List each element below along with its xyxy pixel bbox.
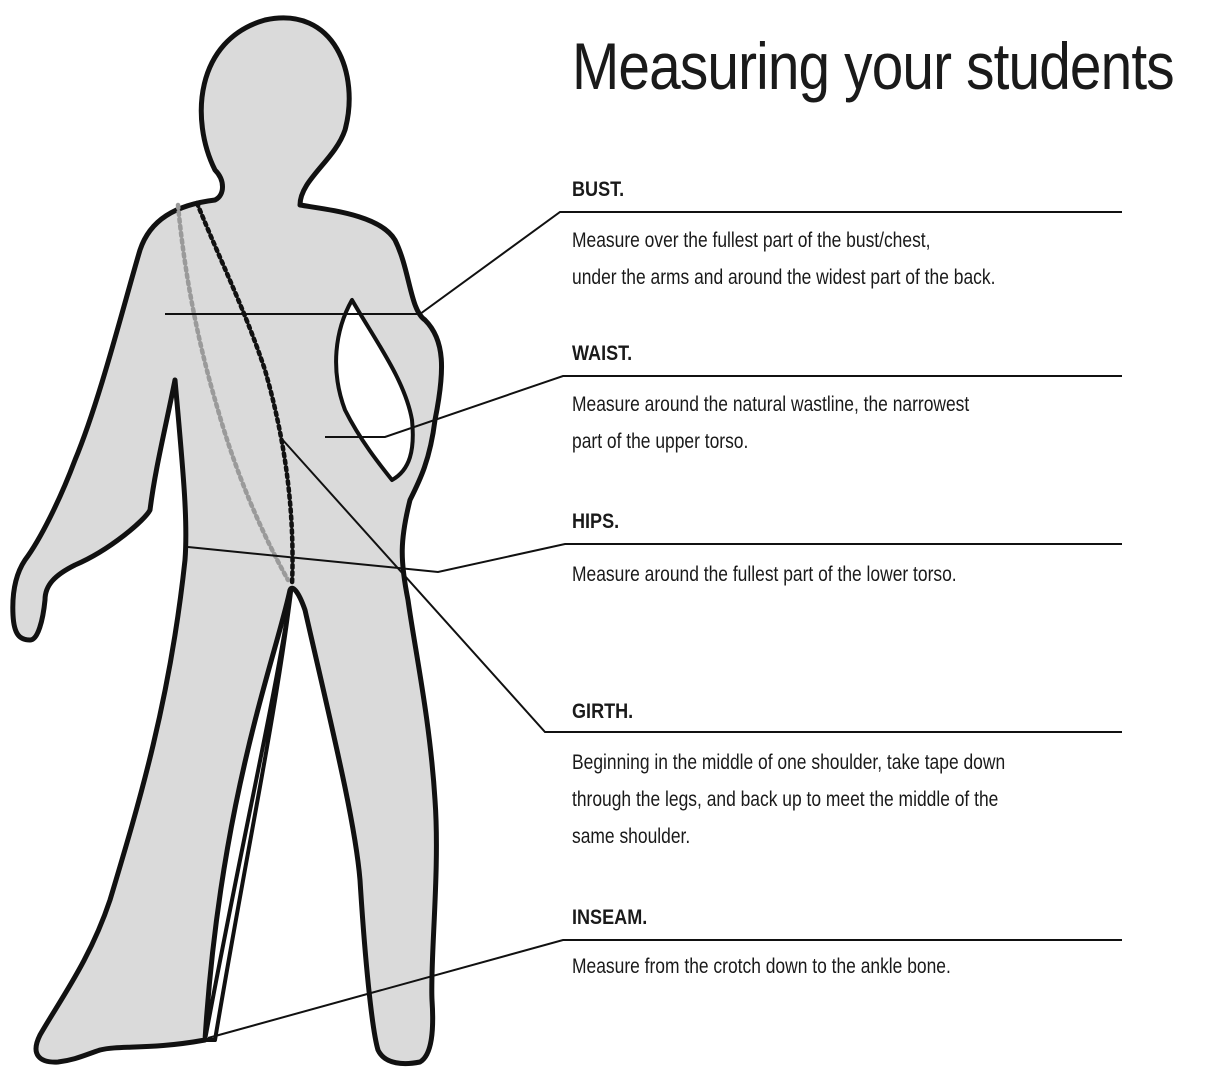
girth-guide-line	[280, 437, 1122, 733]
hips-heading: HIPS.	[572, 510, 620, 533]
front-tape-dotted-line	[194, 200, 295, 588]
girth-heading: GIRTH.	[572, 700, 634, 723]
girth-description: Beginning in the middle of one shoulder,…	[572, 751, 1006, 848]
body-silhouette	[10, 15, 444, 1066]
waist-description: Measure around the natural wastline, the…	[572, 393, 970, 453]
inseam-heading: INSEAM.	[572, 906, 648, 929]
waist-guide-line	[325, 375, 1122, 438]
inseam-description: Measure from the crotch down to the ankl…	[572, 955, 951, 978]
waist-heading: WAIST.	[572, 342, 633, 365]
hips-guide-line	[187, 543, 1122, 574]
leg-gap	[203, 590, 293, 1042]
hips-description: Measure around the fullest part of the l…	[572, 563, 957, 586]
page-title: Measuring your students	[572, 29, 1175, 103]
bust-heading: BUST.	[572, 178, 625, 201]
bust-description: Measure over the fullest part of the bus…	[572, 229, 996, 289]
bust-guide-line	[165, 211, 1122, 315]
inseam-guide-line	[207, 939, 1122, 1039]
back-tape-dotted-line	[175, 202, 291, 583]
